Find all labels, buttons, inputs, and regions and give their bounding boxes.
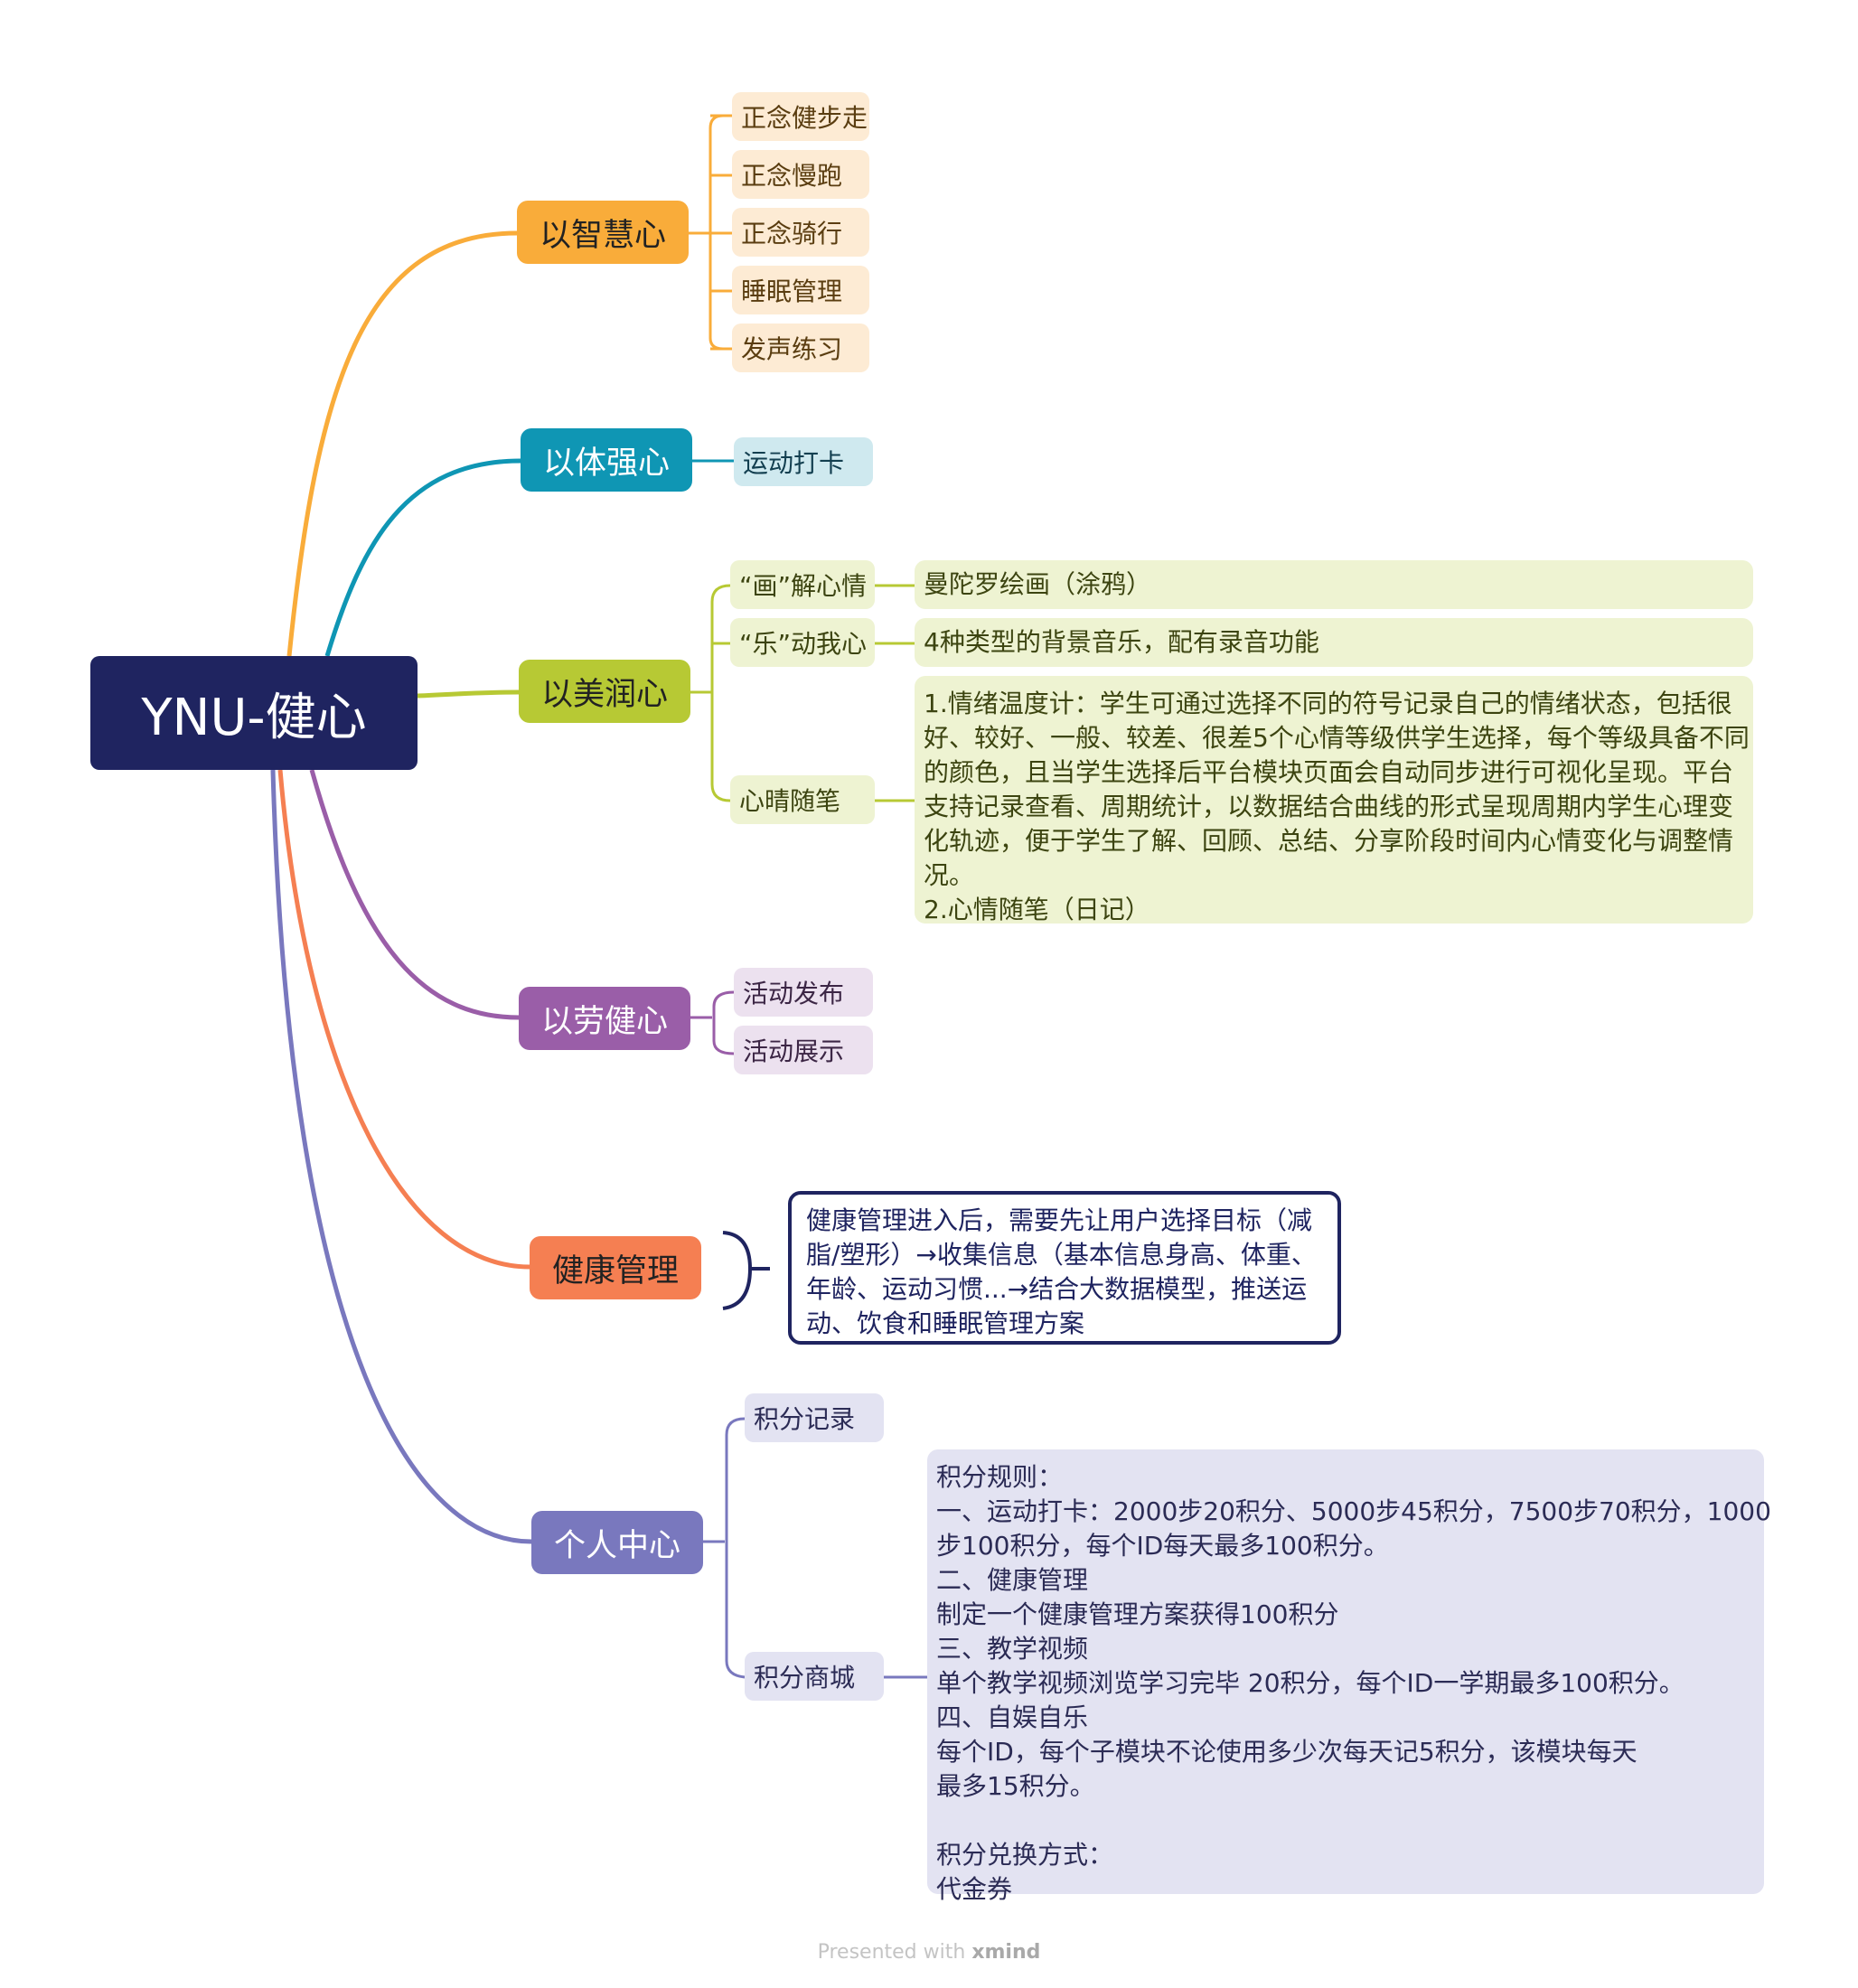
branch-body-label: 以体强心 [542, 445, 670, 482]
subtopic-label: 正念骑行 [741, 219, 843, 248]
connector-wisdom-bracket [689, 114, 732, 351]
subtopic-points-record[interactable]: 积分记录 [745, 1393, 884, 1442]
connector-root-beauty [417, 689, 520, 699]
subtopic-mindful-jog[interactable]: 正念慢跑 [732, 150, 869, 199]
branch-labor-label: 以劳健心 [540, 1003, 668, 1040]
connector-labor-bracket [690, 990, 735, 1055]
rules-spacer [936, 1804, 1755, 1838]
detail-mood-journal: 1.情绪温度计：学生可通过选择不同的符号记录自己的情绪状态，包括很 好、较好、一… [915, 676, 1753, 924]
root-topic[interactable]: YNU-健心 [90, 656, 418, 770]
rules-line: 每个ID，每个子模块不论使用多少次每天记5积分，该模块每天 [936, 1737, 1637, 1767]
xmind-logo: xmind [971, 1941, 1041, 1964]
subtopic-vocal-practice[interactable]: 发声练习 [732, 324, 869, 372]
branch-beauty[interactable]: 以美润心 [519, 660, 690, 723]
connector-beauty-bracket [690, 584, 731, 802]
branch-health[interactable]: 健康管理 [530, 1236, 701, 1299]
footer-prefix: Presented with [817, 1941, 966, 1964]
detail-points-rules: 积分规则： 一、运动打卡：2000步20积分、5000步45积分，7500步70… [927, 1449, 1771, 1904]
connector-root-personal [270, 769, 532, 1544]
subtopic-label: 心晴随笔 [739, 786, 841, 816]
detail-text: 曼陀罗绘画（涂鸦） [924, 569, 1152, 599]
rules-line: 一、运动打卡：2000步20积分、5000步45积分，7500步70积分，100… [936, 1496, 1771, 1526]
rules-line: 制定一个健康管理方案获得100积分 [936, 1599, 1339, 1629]
detail-line: 化轨迹，便于学生了解、回顾、总结、分享阶段时间内心情变化与调整情 [924, 826, 1734, 856]
rules-line: 三、教学视频 [936, 1634, 1089, 1664]
subtopic-label: 积分商城 [754, 1663, 856, 1693]
detail-text: 4种类型的背景音乐，配有录音功能 [924, 627, 1319, 657]
subtopic-music-mood[interactable]: “乐”动我心 [730, 618, 875, 667]
rules-line: 积分兑换方式： [936, 1840, 1114, 1870]
subtopic-label: 发声练习 [741, 334, 843, 364]
rules-line: 四、自娱自乐 [936, 1702, 1089, 1732]
detail-line: 况。 [924, 860, 975, 890]
subtopic-sleep-management[interactable]: 睡眠管理 [732, 266, 869, 314]
branch-body[interactable]: 以体强心 [521, 428, 692, 492]
subtopic-label: 活动发布 [743, 979, 845, 1008]
connector-root-labor [309, 769, 520, 1020]
connector-root-health [277, 769, 530, 1270]
subtopic-exercise-checkin[interactable]: 运动打卡 [734, 437, 873, 486]
rules-line: 最多15积分。 [936, 1771, 1095, 1801]
rules-line: 单个教学视频浏览学习完毕 20积分，每个ID一学期最多100积分。 [936, 1668, 1684, 1698]
footer-attribution: Presented with xmind [0, 1941, 1858, 1964]
branch-wisdom-label: 以智慧心 [539, 217, 666, 254]
branch-labor[interactable]: 以劳健心 [519, 987, 690, 1050]
subtopic-label: 活动展示 [743, 1036, 845, 1066]
callout-line: 脂/塑形）→收集信息（基本信息身高、体重、 [806, 1240, 1317, 1270]
subtopic-label: 正念慢跑 [741, 161, 843, 191]
subtopic-drawing-mood[interactable]: “画”解心情 [730, 560, 875, 609]
detail-line: 好、较好、一般、较差、很差5个心情等级供学生选择，每个等级具备不同 [924, 723, 1750, 753]
subtopic-label: 运动打卡 [743, 448, 845, 478]
subtopic-mindful-cycling[interactable]: 正念骑行 [732, 208, 869, 257]
connector-health-brace [722, 1231, 770, 1310]
subtopic-points-mall[interactable]: 积分商城 [745, 1652, 884, 1701]
connector-beauty-details [875, 584, 915, 802]
subtopic-label: 正念健步走 [741, 103, 868, 133]
branch-personal[interactable]: 个人中心 [531, 1511, 703, 1574]
subtopic-label: 积分记录 [754, 1404, 856, 1434]
rules-line: 步100积分，每个ID每天最多100积分。 [936, 1531, 1389, 1561]
rules-line: 积分规则： [936, 1462, 1064, 1492]
branch-personal-label: 个人中心 [553, 1527, 680, 1564]
detail-line: 1.情绪温度计：学生可通过选择不同的符号记录自己的情绪状态，包括很 [924, 689, 1732, 718]
callout-line: 年龄、运动习惯...→结合大数据模型，推送运 [806, 1274, 1308, 1304]
rules-line: 二、健康管理 [936, 1565, 1089, 1595]
callout-line: 动、饮食和睡眠管理方案 [806, 1308, 1085, 1338]
subtopic-activity-showcase[interactable]: 活动展示 [734, 1026, 873, 1074]
subtopic-mood-journal[interactable]: 心晴随笔 [730, 775, 875, 824]
subtopic-mindful-walk[interactable]: 正念健步走 [732, 92, 869, 141]
subtopic-label: “乐”动我心 [739, 629, 868, 659]
connector-personal-bracket [703, 1417, 929, 1679]
connector-root-body [324, 458, 521, 657]
detail-line: 的颜色，且当学生选择后平台模块页面会自动同步进行可视化呈现。平台 [924, 757, 1734, 787]
health-callout: 健康管理进入后，需要先让用户选择目标（减 脂/塑形）→收集信息（基本信息身高、体… [788, 1191, 1341, 1345]
root-label: YNU-健心 [141, 688, 367, 747]
callout-line: 健康管理进入后，需要先让用户选择目标（减 [806, 1205, 1313, 1235]
subtopic-label: “画”解心情 [739, 571, 868, 601]
branch-health-label: 健康管理 [551, 1252, 679, 1289]
detail-mandala-drawing: 曼陀罗绘画（涂鸦） [915, 560, 1753, 609]
detail-line: 支持记录查看、周期统计，以数据结合曲线的形式呈现周期内学生心理变 [924, 792, 1734, 821]
branch-wisdom[interactable]: 以智慧心 [517, 201, 689, 264]
branch-beauty-label: 以美润心 [540, 676, 668, 713]
detail-line: 2.心情随笔（日记） [924, 895, 1150, 924]
detail-background-music: 4种类型的背景音乐，配有录音功能 [915, 618, 1753, 667]
subtopic-activity-publish[interactable]: 活动发布 [734, 968, 873, 1017]
subtopic-label: 睡眠管理 [741, 277, 843, 306]
rules-line: 代金券 [936, 1874, 1013, 1904]
connector-root-wisdom [286, 230, 518, 657]
